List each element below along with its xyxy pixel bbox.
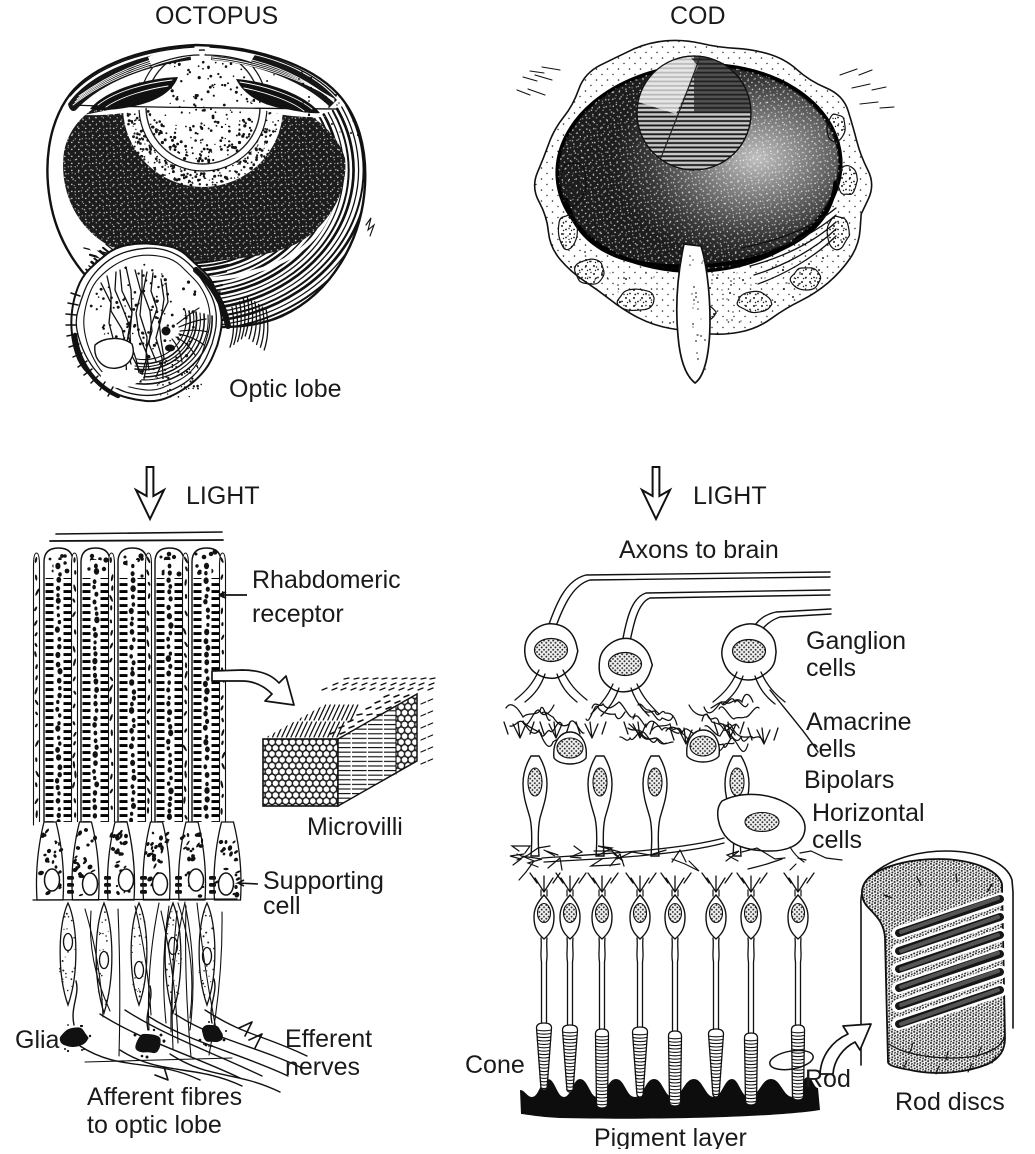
svg-text:Horizontal: Horizontal bbox=[812, 799, 925, 827]
svg-text:Amacrine: Amacrine bbox=[806, 708, 912, 736]
svg-text:Cone: Cone bbox=[465, 1051, 525, 1079]
svg-text:Afferent fibres: Afferent fibres bbox=[87, 1083, 242, 1111]
svg-text:Supporting: Supporting bbox=[263, 867, 384, 895]
svg-text:cells: cells bbox=[806, 735, 856, 763]
svg-text:OCTOPUS: OCTOPUS bbox=[155, 2, 278, 30]
svg-text:Rod discs: Rod discs bbox=[895, 1088, 1005, 1116]
svg-text:LIGHT: LIGHT bbox=[186, 482, 260, 510]
svg-text:Pigment layer: Pigment layer bbox=[594, 1124, 747, 1149]
svg-text:Efferent: Efferent bbox=[285, 1025, 372, 1053]
svg-text:Axons to brain: Axons to brain bbox=[619, 536, 779, 564]
svg-text:nerves: nerves bbox=[285, 1053, 360, 1081]
svg-text:to optic lobe: to optic lobe bbox=[87, 1111, 222, 1139]
svg-text:Bipolars: Bipolars bbox=[804, 766, 894, 794]
svg-text:receptor: receptor bbox=[252, 600, 344, 628]
svg-text:Glia: Glia bbox=[15, 1026, 60, 1054]
svg-text:cells: cells bbox=[806, 654, 856, 682]
svg-text:cells: cells bbox=[812, 826, 862, 854]
svg-text:cell: cell bbox=[263, 892, 301, 920]
svg-text:COD: COD bbox=[670, 2, 726, 30]
svg-text:Rhabdomeric: Rhabdomeric bbox=[252, 566, 401, 594]
svg-text:Microvilli: Microvilli bbox=[307, 813, 403, 841]
svg-text:Rod: Rod bbox=[805, 1065, 851, 1093]
svg-text:LIGHT: LIGHT bbox=[693, 482, 767, 510]
svg-text:Ganglion: Ganglion bbox=[806, 627, 906, 655]
svg-text:Optic lobe: Optic lobe bbox=[229, 375, 342, 403]
